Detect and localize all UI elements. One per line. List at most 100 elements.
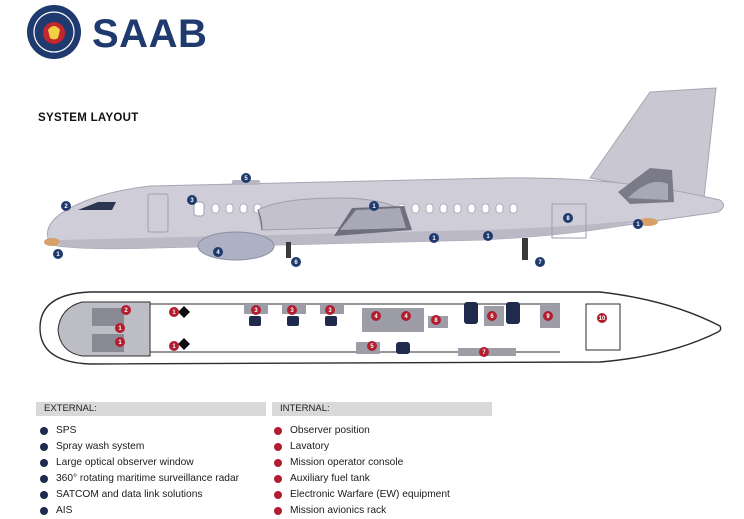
side-callout-badge <box>483 231 493 241</box>
number-badge-icon: 3 <box>274 459 282 467</box>
internal-item: 4 Auxiliary fuel tank <box>274 471 450 487</box>
number-badge-icon: 2 <box>274 443 282 451</box>
top-callout-number: 2 <box>124 308 128 314</box>
section-title: SYSTEM LAYOUT <box>38 112 139 124</box>
number-badge-icon: 6 <box>40 507 48 515</box>
external-list: 1 SPS 2 Spray wash system 3 Large optical obs… <box>40 423 239 519</box>
aircraft-side-view <box>44 87 724 261</box>
internal-item-label: Lavatory <box>290 441 330 452</box>
top-callout-number: 8 <box>434 318 438 324</box>
external-item-label: SPS <box>56 425 77 436</box>
external-item: 4 360° rotating maritime surveillance rad… <box>40 471 239 487</box>
internal-list: 1 Observer position 2 Lavatory 3 Mission oper… <box>274 423 450 519</box>
external-item-label: 360° rotating maritime surveillance rada… <box>56 473 240 484</box>
side-callout-badge <box>369 201 379 211</box>
external-item-label: Spray wash system <box>56 441 145 452</box>
internal-item-label: Observer position <box>290 425 370 436</box>
top-callout-number: 1 <box>118 326 122 332</box>
internal-item: 5 Electronic Warfare (EW) equipment <box>274 487 450 503</box>
top-callout-number: 1 <box>172 344 176 350</box>
side-callout-number: 2 <box>64 204 68 210</box>
internal-item-label: Mission avionics rack <box>290 505 387 516</box>
top-callout-number: 3 <box>290 308 294 314</box>
internal-item: 2 Lavatory <box>274 439 450 455</box>
number-badge-icon: 1 <box>40 427 48 435</box>
top-callout-badge <box>479 347 489 357</box>
top-callout-number: 1 <box>118 340 122 346</box>
number-badge-icon: 4 <box>274 475 282 483</box>
top-callout-badge <box>367 341 377 351</box>
top-callout-badge <box>115 323 125 333</box>
external-item: 1 SPS <box>40 423 239 439</box>
internal-item-label: Mission operator console <box>290 457 404 468</box>
top-callout-number: 3 <box>328 308 332 314</box>
side-callout-number: 1 <box>432 236 436 242</box>
top-callout-number: 9 <box>546 314 550 320</box>
internal-item: 3 Mission operator console <box>274 455 450 471</box>
side-callout-badge <box>535 257 545 267</box>
side-callout-number: 5 <box>244 176 248 182</box>
number-badge-icon: 2 <box>40 443 48 451</box>
side-callout-number: 4 <box>216 250 220 256</box>
side-callout-number: 1 <box>486 234 490 240</box>
external-item-label: Large optical observer window <box>56 457 194 468</box>
side-callout-number: 1 <box>636 222 640 228</box>
top-callout-number: 1 <box>172 310 176 316</box>
number-badge-icon: 5 <box>274 491 282 499</box>
number-badge-icon: 1 <box>274 427 282 435</box>
side-callout-number: 6 <box>294 260 298 266</box>
aircraft-top-view <box>39 291 722 365</box>
external-item: 3 Large optical observer window <box>40 455 239 471</box>
top-callout-number: 4 <box>374 314 378 320</box>
top-callout-badge <box>371 311 381 321</box>
external-item: 2 Spray wash system <box>40 439 239 455</box>
top-callout-number: 6 <box>490 314 494 320</box>
side-callout-number: 3 <box>190 198 194 204</box>
top-callout-badge <box>169 341 179 351</box>
side-callout-number: 1 <box>372 204 376 210</box>
top-callout-number: 7 <box>482 350 486 356</box>
side-callout-badge <box>429 233 439 243</box>
number-badge-icon: 4 <box>40 475 48 483</box>
side-callout-badge <box>633 219 643 229</box>
side-callout-number: 7 <box>538 260 542 266</box>
top-callout-badge <box>431 315 441 325</box>
top-callout-badge <box>115 337 125 347</box>
top-callout-badge <box>121 305 131 315</box>
external-item: 6 AIS <box>40 503 239 519</box>
top-callout-badge <box>487 311 497 321</box>
saab-logo <box>27 5 81 59</box>
top-callout-badge <box>325 305 335 315</box>
side-callout-number: 1 <box>56 252 60 258</box>
top-callout-badge <box>287 305 297 315</box>
external-item-label: AIS <box>56 505 73 516</box>
top-callout-number: 4 <box>404 314 408 320</box>
side-callout-badge <box>53 249 63 259</box>
side-callout-badge <box>187 195 197 205</box>
side-callout-badge <box>213 247 223 257</box>
top-callout-number: 10 <box>599 316 606 322</box>
side-callout-badge <box>61 201 71 211</box>
top-callout-number: 5 <box>370 344 374 350</box>
top-callout-badge <box>543 311 553 321</box>
number-badge-icon: 3 <box>40 459 48 467</box>
number-badge-icon: 6 <box>274 507 282 515</box>
top-callout-badge <box>251 305 261 315</box>
side-callout-badge <box>241 173 251 183</box>
side-callout-badge <box>563 213 573 223</box>
internal-header: INTERNAL: <box>272 402 492 416</box>
internal-item-label: Electronic Warfare (EW) equipment <box>290 489 450 500</box>
internal-item: 6 Mission avionics rack <box>274 503 450 519</box>
internal-item-label: Auxiliary fuel tank <box>290 473 370 484</box>
number-badge-icon: 5 <box>40 491 48 499</box>
top-callout-badge <box>169 307 179 317</box>
internal-item: 1 Observer position <box>274 423 450 439</box>
top-callout-badge <box>401 311 411 321</box>
side-callout-badge <box>291 257 301 267</box>
side-callout-number: 8 <box>566 216 570 222</box>
brand-name: SAAB <box>92 12 208 56</box>
external-item: 5 SATCOM and data link solutions <box>40 487 239 503</box>
top-callout-number: 3 <box>254 308 258 314</box>
external-item-label: SATCOM and data link solutions <box>56 489 203 500</box>
